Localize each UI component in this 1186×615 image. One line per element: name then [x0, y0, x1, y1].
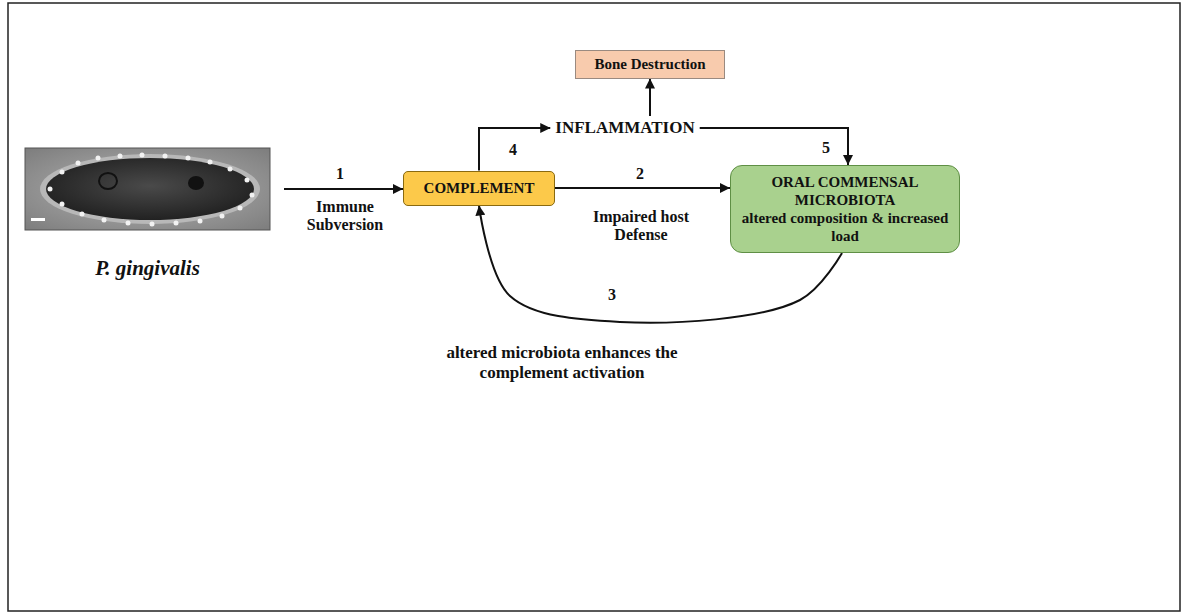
edge-label: altered microbiota enhances the compleme… — [412, 343, 712, 382]
connector-arrow — [649, 79, 651, 117]
connector-arrow — [284, 188, 403, 190]
connector-arrow — [700, 128, 848, 165]
process-label-node: INFLAMMATION — [550, 116, 699, 140]
callout-number: 1 — [336, 165, 344, 183]
node-heading: P. gingivalis — [25, 256, 270, 281]
callout-number: 4 — [509, 141, 517, 159]
outcome-box: Bone Destruction — [575, 50, 725, 79]
cell-spot — [99, 173, 117, 189]
micrograph-ground — [25, 148, 270, 230]
bacterium-figure: P. gingivalis — [25, 148, 270, 281]
cell-spot — [188, 176, 204, 190]
callout-number: 5 — [822, 139, 830, 157]
frame-border — [8, 3, 1180, 611]
vesicles — [48, 153, 255, 227]
callout-number: 2 — [636, 165, 644, 183]
node-heading: Bone Destruction — [584, 56, 716, 73]
cell-halo — [40, 154, 260, 224]
callout-number: 3 — [608, 286, 616, 304]
bacterium-cell — [46, 158, 254, 220]
connector-arrow — [479, 128, 550, 171]
node-body: altered composition & increased load — [741, 209, 949, 245]
node-heading: ORAL COMMENSAL MICROBIOTA — [741, 173, 949, 209]
edge-label: Impaired host Defense — [587, 208, 695, 245]
scale-bar — [31, 218, 45, 221]
edge-label: Immune Subversion — [295, 198, 395, 235]
process-box: COMPLEMENT — [403, 171, 555, 206]
node-heading: INFLAMMATION — [555, 118, 694, 138]
connector-arrow — [555, 187, 730, 189]
microbiota-box: ORAL COMMENSAL MICROBIOTAaltered composi… — [730, 165, 960, 253]
node-heading: COMPLEMENT — [410, 180, 548, 197]
